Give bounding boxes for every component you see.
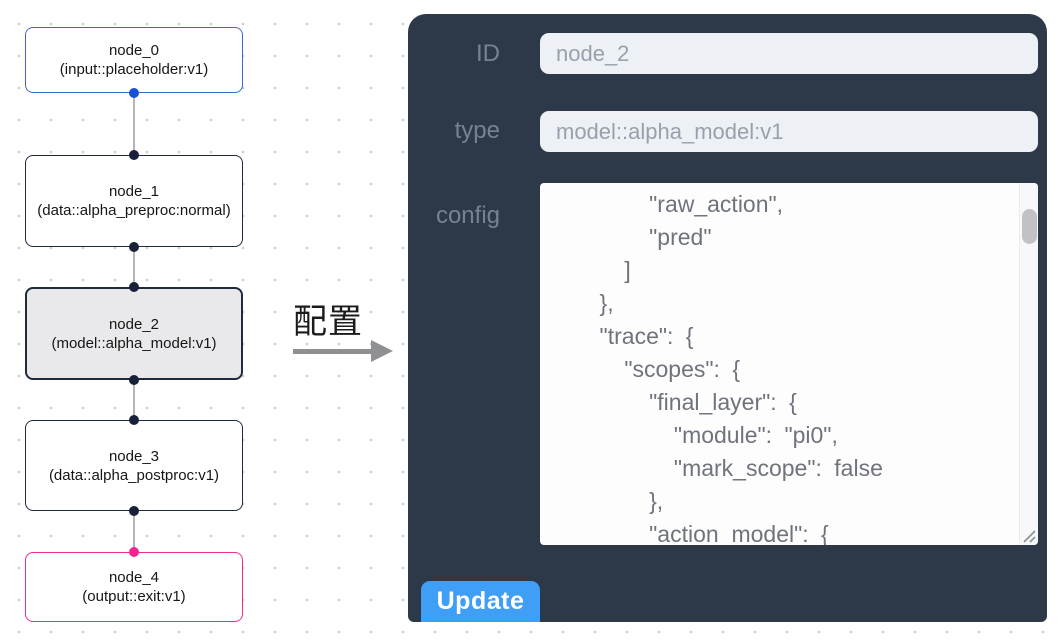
type-field-label: type xyxy=(454,117,500,144)
flow-node-node_2-selected[interactable]: node_2(model::alpha_model:v1) xyxy=(25,287,243,380)
edge-node_3-node_4[interactable] xyxy=(133,511,135,552)
node_1-target-handle[interactable] xyxy=(129,150,139,160)
node_4-target-handle[interactable] xyxy=(129,547,139,557)
config-json-content: "raw_action", "pred" ] }, "trace": { "sc… xyxy=(550,191,883,545)
config-scrollbar-track[interactable] xyxy=(1019,183,1038,545)
node-label: node_2(model::alpha_model:v1) xyxy=(51,315,217,352)
config-annotation-label: 配置 xyxy=(293,303,363,341)
node-label: node_3(data::alpha_postproc:v1) xyxy=(48,447,220,484)
node_3-target-handle[interactable] xyxy=(129,415,139,425)
node_0-source-handle[interactable] xyxy=(129,88,139,98)
edge-node_0-node_1[interactable] xyxy=(133,93,135,155)
textarea-resize-grip-icon[interactable] xyxy=(1020,527,1036,543)
edge-node_2-node_3[interactable] xyxy=(133,380,135,420)
config-textarea[interactable]: "raw_action", "pred" ] }, "trace": { "sc… xyxy=(540,183,1038,545)
right-arrow-head-icon xyxy=(371,340,393,362)
type-input[interactable] xyxy=(540,111,1038,152)
node_2-source-handle[interactable] xyxy=(129,375,139,385)
node_3-source-handle[interactable] xyxy=(129,506,139,516)
node_1-source-handle[interactable] xyxy=(129,242,139,252)
right-arrow-icon xyxy=(293,349,373,354)
id-field-label: ID xyxy=(476,40,500,67)
update-button[interactable]: Update xyxy=(421,581,540,622)
node-label: node_1(data::alpha_preproc:normal) xyxy=(37,183,231,219)
flow-node-node_3[interactable]: node_3(data::alpha_postproc:v1) xyxy=(25,420,243,511)
flow-node-node_4[interactable]: node_4(output::exit:v1) xyxy=(25,552,243,622)
id-input[interactable] xyxy=(540,33,1038,74)
node-label: node_0(input::placeholder:v1) xyxy=(59,42,209,78)
flow-node-node_1[interactable]: node_1(data::alpha_preproc:normal) xyxy=(25,155,243,247)
config-scrollbar-thumb[interactable] xyxy=(1022,209,1037,244)
node-config-panel: ID type config "raw_action", "pred" ] },… xyxy=(408,14,1047,622)
node_2-target-handle[interactable] xyxy=(129,282,139,292)
config-field-label: config xyxy=(435,202,500,229)
node-label: node_4(output::exit:v1) xyxy=(82,569,186,605)
flow-node-node_0[interactable]: node_0(input::placeholder:v1) xyxy=(25,27,243,93)
edge-node_1-node_2[interactable] xyxy=(133,247,135,287)
